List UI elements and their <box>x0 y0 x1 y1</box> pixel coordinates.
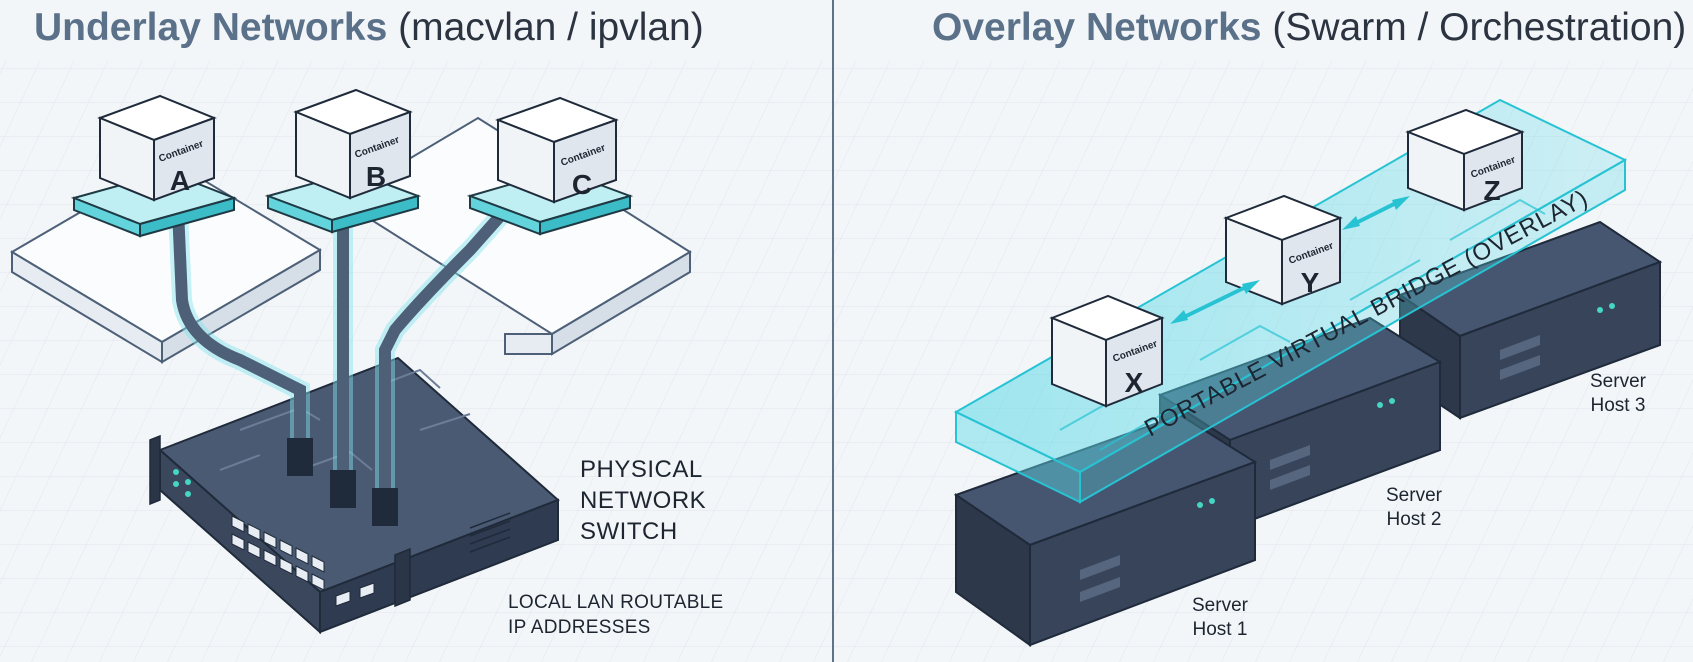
container-cubes-underlay <box>97 88 619 204</box>
underlay-diagram: Container A Container B Container C <box>10 88 692 635</box>
section-divider <box>832 0 834 662</box>
server-host-1-label: Server Host 1 <box>1192 595 1248 640</box>
switch-label: PHYSICAL NETWORK SWITCH <box>580 456 707 545</box>
rj45-port-icon <box>231 515 375 607</box>
server-host-2-label: Server Host 2 <box>1386 485 1442 530</box>
container-x-label: X <box>1125 367 1144 398</box>
container-a-label: A <box>170 165 190 196</box>
overlay-title: Overlay Networks (Swarm / Orchestration) <box>932 6 1687 49</box>
double-arrow-icon <box>1170 196 1410 324</box>
container-z-label: Z <box>1483 175 1500 206</box>
lan-label: LOCAL LAN ROUTABLE IP ADDRESSES <box>508 592 724 638</box>
led-indicator-icon <box>173 469 191 497</box>
server-host-3-label: Server Host 3 <box>1590 371 1646 416</box>
underlay-title: Underlay Networks (macvlan / ipvlan) <box>34 6 704 49</box>
platform-slabs <box>10 116 692 364</box>
server-host-1 <box>953 413 1258 647</box>
overlay-diagram: Container X Container Y Container Z PORT… <box>953 98 1663 647</box>
container-b-label: B <box>366 161 386 192</box>
network-cables <box>168 190 520 526</box>
container-c-label: C <box>572 169 592 200</box>
container-y-label: Y <box>1301 267 1320 298</box>
container-cubes-overlay <box>1049 108 1525 408</box>
